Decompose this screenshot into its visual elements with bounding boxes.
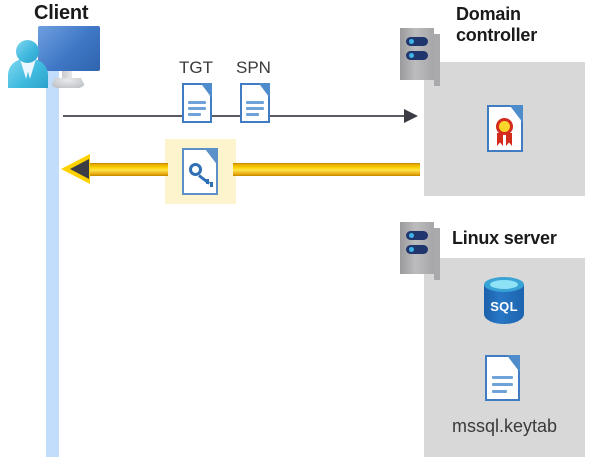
response-arrow-line-left xyxy=(88,163,168,176)
certificate-seal-icon xyxy=(496,118,513,135)
client-user-monitor-icon xyxy=(8,26,100,88)
user-head-icon xyxy=(16,40,39,63)
document-line xyxy=(188,107,206,110)
keytab-document-icon xyxy=(485,355,520,401)
server-shadow xyxy=(434,228,440,280)
server-bay-top xyxy=(406,37,428,46)
domain-controller-server-rack-icon xyxy=(400,28,440,86)
sql-database-icon: SQL xyxy=(484,277,524,329)
client-title: Client xyxy=(34,2,89,24)
spn-label: SPN xyxy=(236,58,271,77)
sql-label: SQL xyxy=(490,299,518,314)
linux-server-rack-icon xyxy=(400,222,440,280)
database-cylinder-top-inner xyxy=(490,280,518,289)
document-line xyxy=(188,113,201,116)
server-bay-bottom xyxy=(406,51,428,60)
key-ring-icon xyxy=(189,163,202,176)
server-led-bottom-icon xyxy=(408,53,414,58)
tgt-label: TGT xyxy=(179,58,213,77)
tgt-document-icon xyxy=(182,83,212,123)
linux-server-title: Linux server xyxy=(452,228,557,248)
key-document-icon xyxy=(182,148,218,195)
monitor-neck-icon xyxy=(62,71,72,81)
document-line xyxy=(188,101,206,104)
spn-document-icon xyxy=(240,83,270,123)
monitor-base-icon xyxy=(50,78,86,88)
server-led-bottom-icon xyxy=(408,247,414,252)
document-fold xyxy=(200,83,212,99)
server-bay-top xyxy=(406,231,428,240)
client-lifeline-bar xyxy=(46,60,59,457)
document-line xyxy=(492,382,513,386)
domain-controller-title: Domain controller xyxy=(456,4,538,46)
server-bay-bottom xyxy=(406,245,428,254)
document-line xyxy=(246,107,264,110)
key-tooth-icon xyxy=(206,179,209,184)
key-tooth-icon xyxy=(210,182,213,187)
request-arrow-head-icon xyxy=(404,109,418,123)
server-shadow xyxy=(434,34,440,86)
document-line xyxy=(492,389,507,393)
document-line xyxy=(492,375,513,379)
certificate-ribbon-right-icon xyxy=(506,133,512,146)
monitor-screen-icon xyxy=(38,26,100,71)
document-line xyxy=(246,113,259,116)
document-fold xyxy=(258,83,270,99)
request-arrow-line xyxy=(63,115,408,117)
response-arrow-line-right xyxy=(233,163,420,176)
certificate-ribbon-left-icon xyxy=(497,133,503,146)
keytab-filename-label: mssql.keytab xyxy=(451,416,558,436)
server-led-top-icon xyxy=(408,233,414,238)
server-led-top-icon xyxy=(408,39,414,44)
response-arrow-head-icon xyxy=(70,159,89,179)
document-line xyxy=(246,101,264,104)
certificate-document-icon xyxy=(487,105,523,152)
